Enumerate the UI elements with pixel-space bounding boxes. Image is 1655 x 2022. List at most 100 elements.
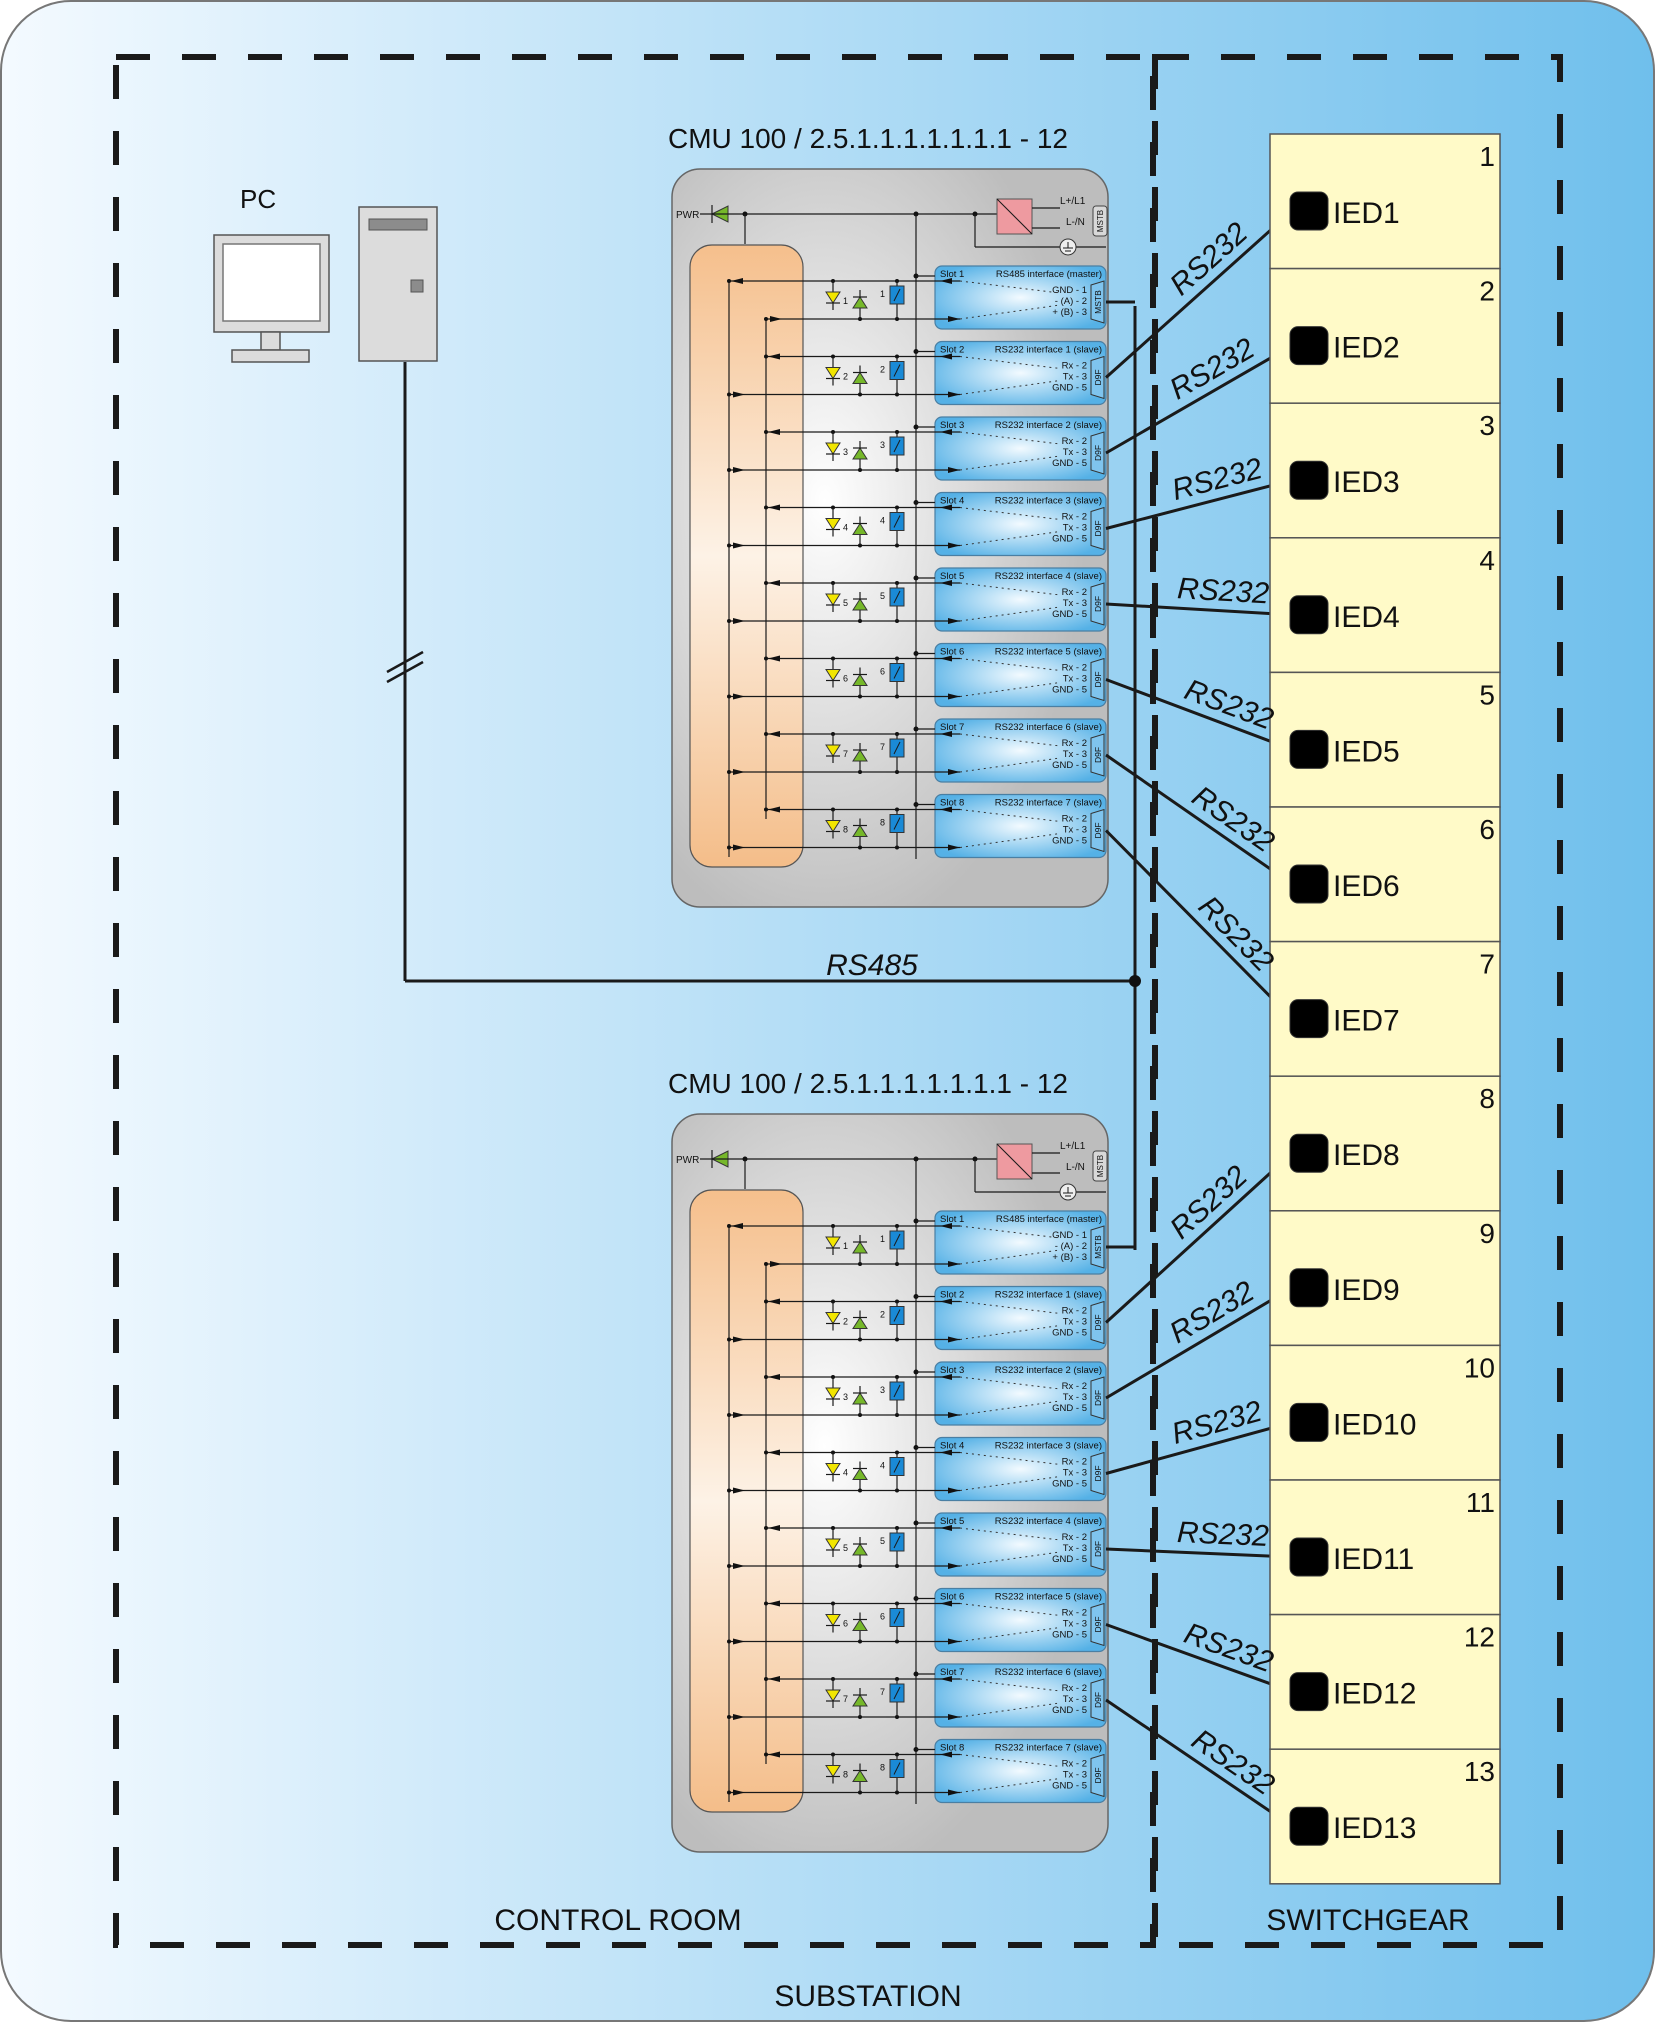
internal-signal <box>959 1400 1061 1416</box>
slot-connector <box>1090 1602 1105 1647</box>
channel-number: 8 <box>843 1770 848 1780</box>
internal-signal <box>959 606 1061 622</box>
arrow-icon <box>733 1487 745 1494</box>
slot-connector-label: D9F <box>1093 1541 1103 1557</box>
arrow-icon <box>733 1563 745 1569</box>
rx-led-icon <box>825 744 841 757</box>
pin-label: GND - 5 <box>1052 836 1087 847</box>
pin-label: Tx - 3 <box>1063 1619 1087 1630</box>
tx-led-icon <box>852 522 868 535</box>
slot-label: Slot 7 <box>940 1667 964 1678</box>
relay-contact <box>893 741 901 755</box>
channel-number: 4 <box>843 523 848 533</box>
relay-contact <box>893 1233 901 1247</box>
power-terminal-label: L-/N <box>1066 1162 1085 1173</box>
channel-number: 2 <box>843 372 848 382</box>
junction-dot <box>727 279 731 283</box>
internal-signal <box>959 455 1061 471</box>
slot-module <box>934 567 1107 632</box>
slot-module <box>934 340 1107 406</box>
slot-connector <box>1090 808 1105 853</box>
arrow-icon <box>733 1638 745 1645</box>
slot-connector-label: D9F <box>1093 1616 1103 1632</box>
arrow-icon <box>768 429 780 435</box>
junction-dot <box>764 1601 768 1606</box>
pin-label: GND - 5 <box>1052 1328 1087 1339</box>
arrow-icon <box>733 467 745 473</box>
junction-dot <box>727 1790 731 1795</box>
cmu-unit-2: CMU 100 / 2.5.1.1.1.1.1.1.1 - 12PWRL+/L1… <box>668 1068 1109 1853</box>
pin-label: Rx - 2 <box>1062 436 1087 447</box>
pin-label: Tx - 3 <box>1063 1392 1087 1403</box>
slot-interface-label: RS232 interface 2 (slave) <box>995 1365 1102 1376</box>
slot-connector-label: D9F <box>1093 445 1103 461</box>
channel-number: 7 <box>843 749 848 759</box>
pin-label: Rx - 2 <box>1062 1683 1087 1694</box>
rx-led-icon <box>825 669 841 682</box>
relay-contact <box>893 1686 901 1700</box>
arrow-icon <box>948 1714 960 1720</box>
pin-label: - (A) - 2 <box>1055 296 1087 307</box>
tx-led-icon <box>852 1543 868 1556</box>
slot-module <box>934 416 1107 481</box>
arrow-icon <box>768 1449 780 1456</box>
slot-connector <box>1090 733 1105 777</box>
cpu-block <box>689 1189 804 1813</box>
arrow-icon <box>940 1525 952 1531</box>
channel-number: 5 <box>880 591 885 601</box>
junction-dot <box>727 1224 731 1228</box>
ied-label: IED5 <box>1333 735 1400 768</box>
pin-label: GND - 5 <box>1052 609 1087 620</box>
channel-number: 6 <box>843 1619 848 1629</box>
relay-contact <box>893 364 901 377</box>
ied-label: IED11 <box>1333 1543 1414 1576</box>
pin-label: GND - 5 <box>1052 1781 1087 1792</box>
channel-number: 2 <box>880 365 885 375</box>
pin-label: GND - 5 <box>1052 1554 1087 1565</box>
rs232-cable <box>1104 829 1294 1020</box>
rx-led-icon <box>825 291 841 304</box>
internal-signal <box>959 1627 1061 1642</box>
relay-contact <box>893 1460 901 1473</box>
pin-label: GND - 5 <box>1052 760 1087 771</box>
power-connector <box>1092 205 1108 237</box>
slot-label: Slot 5 <box>940 571 964 582</box>
arrow-icon <box>768 806 780 813</box>
arrow-icon <box>733 1789 745 1796</box>
rx-led-icon <box>825 1236 841 1249</box>
slot-connector <box>1090 1451 1105 1496</box>
internal-signal <box>959 682 1061 697</box>
power-terminal-label: L+/L1 <box>1060 196 1086 207</box>
switchgear-label: SWITCHGEAR <box>1266 1904 1469 1937</box>
slot-connector-label: D9F <box>1093 1314 1103 1330</box>
internal-signal <box>959 1249 1061 1265</box>
tx-led-icon <box>852 371 868 384</box>
pin-label: GND - 5 <box>1052 1403 1087 1414</box>
slot-module <box>934 642 1107 708</box>
tx-led-icon <box>852 598 868 611</box>
ied-node-icon <box>1289 1806 1329 1846</box>
channel-number: 2 <box>843 1317 848 1327</box>
rx-led-icon <box>825 1463 841 1476</box>
tx-led-icon <box>852 1769 868 1782</box>
arrow-icon <box>733 693 745 700</box>
slot-connector-label: D9F <box>1093 822 1103 838</box>
slot-label: Slot 8 <box>940 1743 964 1754</box>
rs232-cable <box>1105 1420 1293 1475</box>
arrow-icon <box>948 1789 960 1796</box>
slot-label: Slot 6 <box>940 647 964 658</box>
bay-number: 1 <box>1479 141 1495 172</box>
pin-label: GND - 1 <box>1052 1230 1087 1241</box>
arrow-icon <box>733 1336 745 1343</box>
slot-module <box>934 718 1107 783</box>
pin-label: Rx - 2 <box>1062 1457 1087 1468</box>
arrow-icon <box>768 1374 780 1380</box>
arrow-icon <box>948 618 960 624</box>
ied-label: IED13 <box>1333 1812 1416 1845</box>
